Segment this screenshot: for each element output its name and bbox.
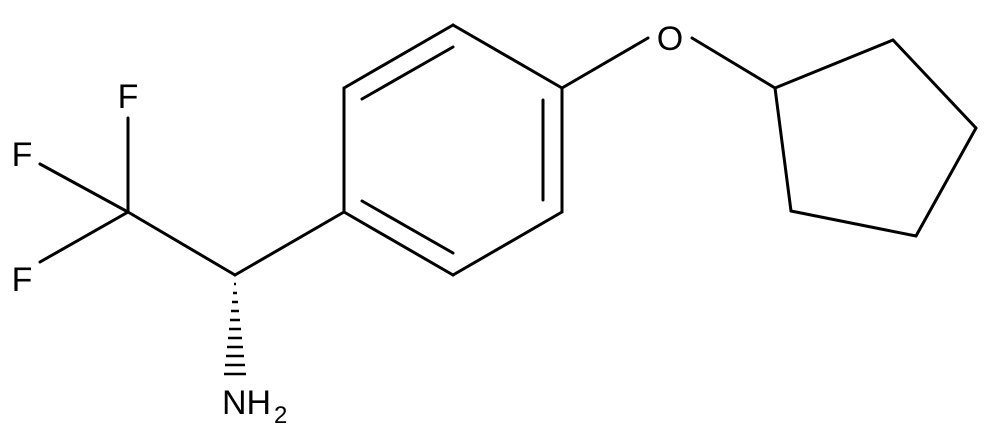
ring-bond-5 [451,210,564,277]
bond-c-f-bottom [38,210,130,264]
cyclopentane-ring [773,38,978,238]
bond-oxygen-cyclopentyl [690,36,777,90]
bond-chiral-center-ring [233,210,346,277]
cyclopentane-bond-1 [773,38,895,90]
ring-double-bond-bottom [360,199,455,255]
amine-hydrogen-subscript: 2 [274,402,287,429]
oxygen-label: O [657,20,683,58]
cyclopentane-bond-4 [789,209,918,238]
fluorine-top-label: F [118,78,139,116]
bond-ring-oxygen [560,36,650,90]
ring-bond-3 [451,23,564,90]
hashed-wedge-bond [224,282,246,376]
fluorine-middle-label: F [12,136,33,174]
bond-cf3-chiral-center [126,210,237,277]
benzene-ring [342,23,564,277]
cyclopentane-bond-2 [891,38,978,130]
fluorine-bottom-label: F [12,261,33,299]
ring-double-bond-top [360,45,455,101]
amine-label: NH [222,384,271,422]
ring-bond-2 [342,23,455,90]
cyclopentane-bond-5 [773,86,793,213]
ring-bond-6 [342,210,455,277]
bond-c-f-middle [38,162,130,214]
cyclopentane-bond-3 [914,126,978,238]
trifluoromethyl-group [38,116,237,277]
